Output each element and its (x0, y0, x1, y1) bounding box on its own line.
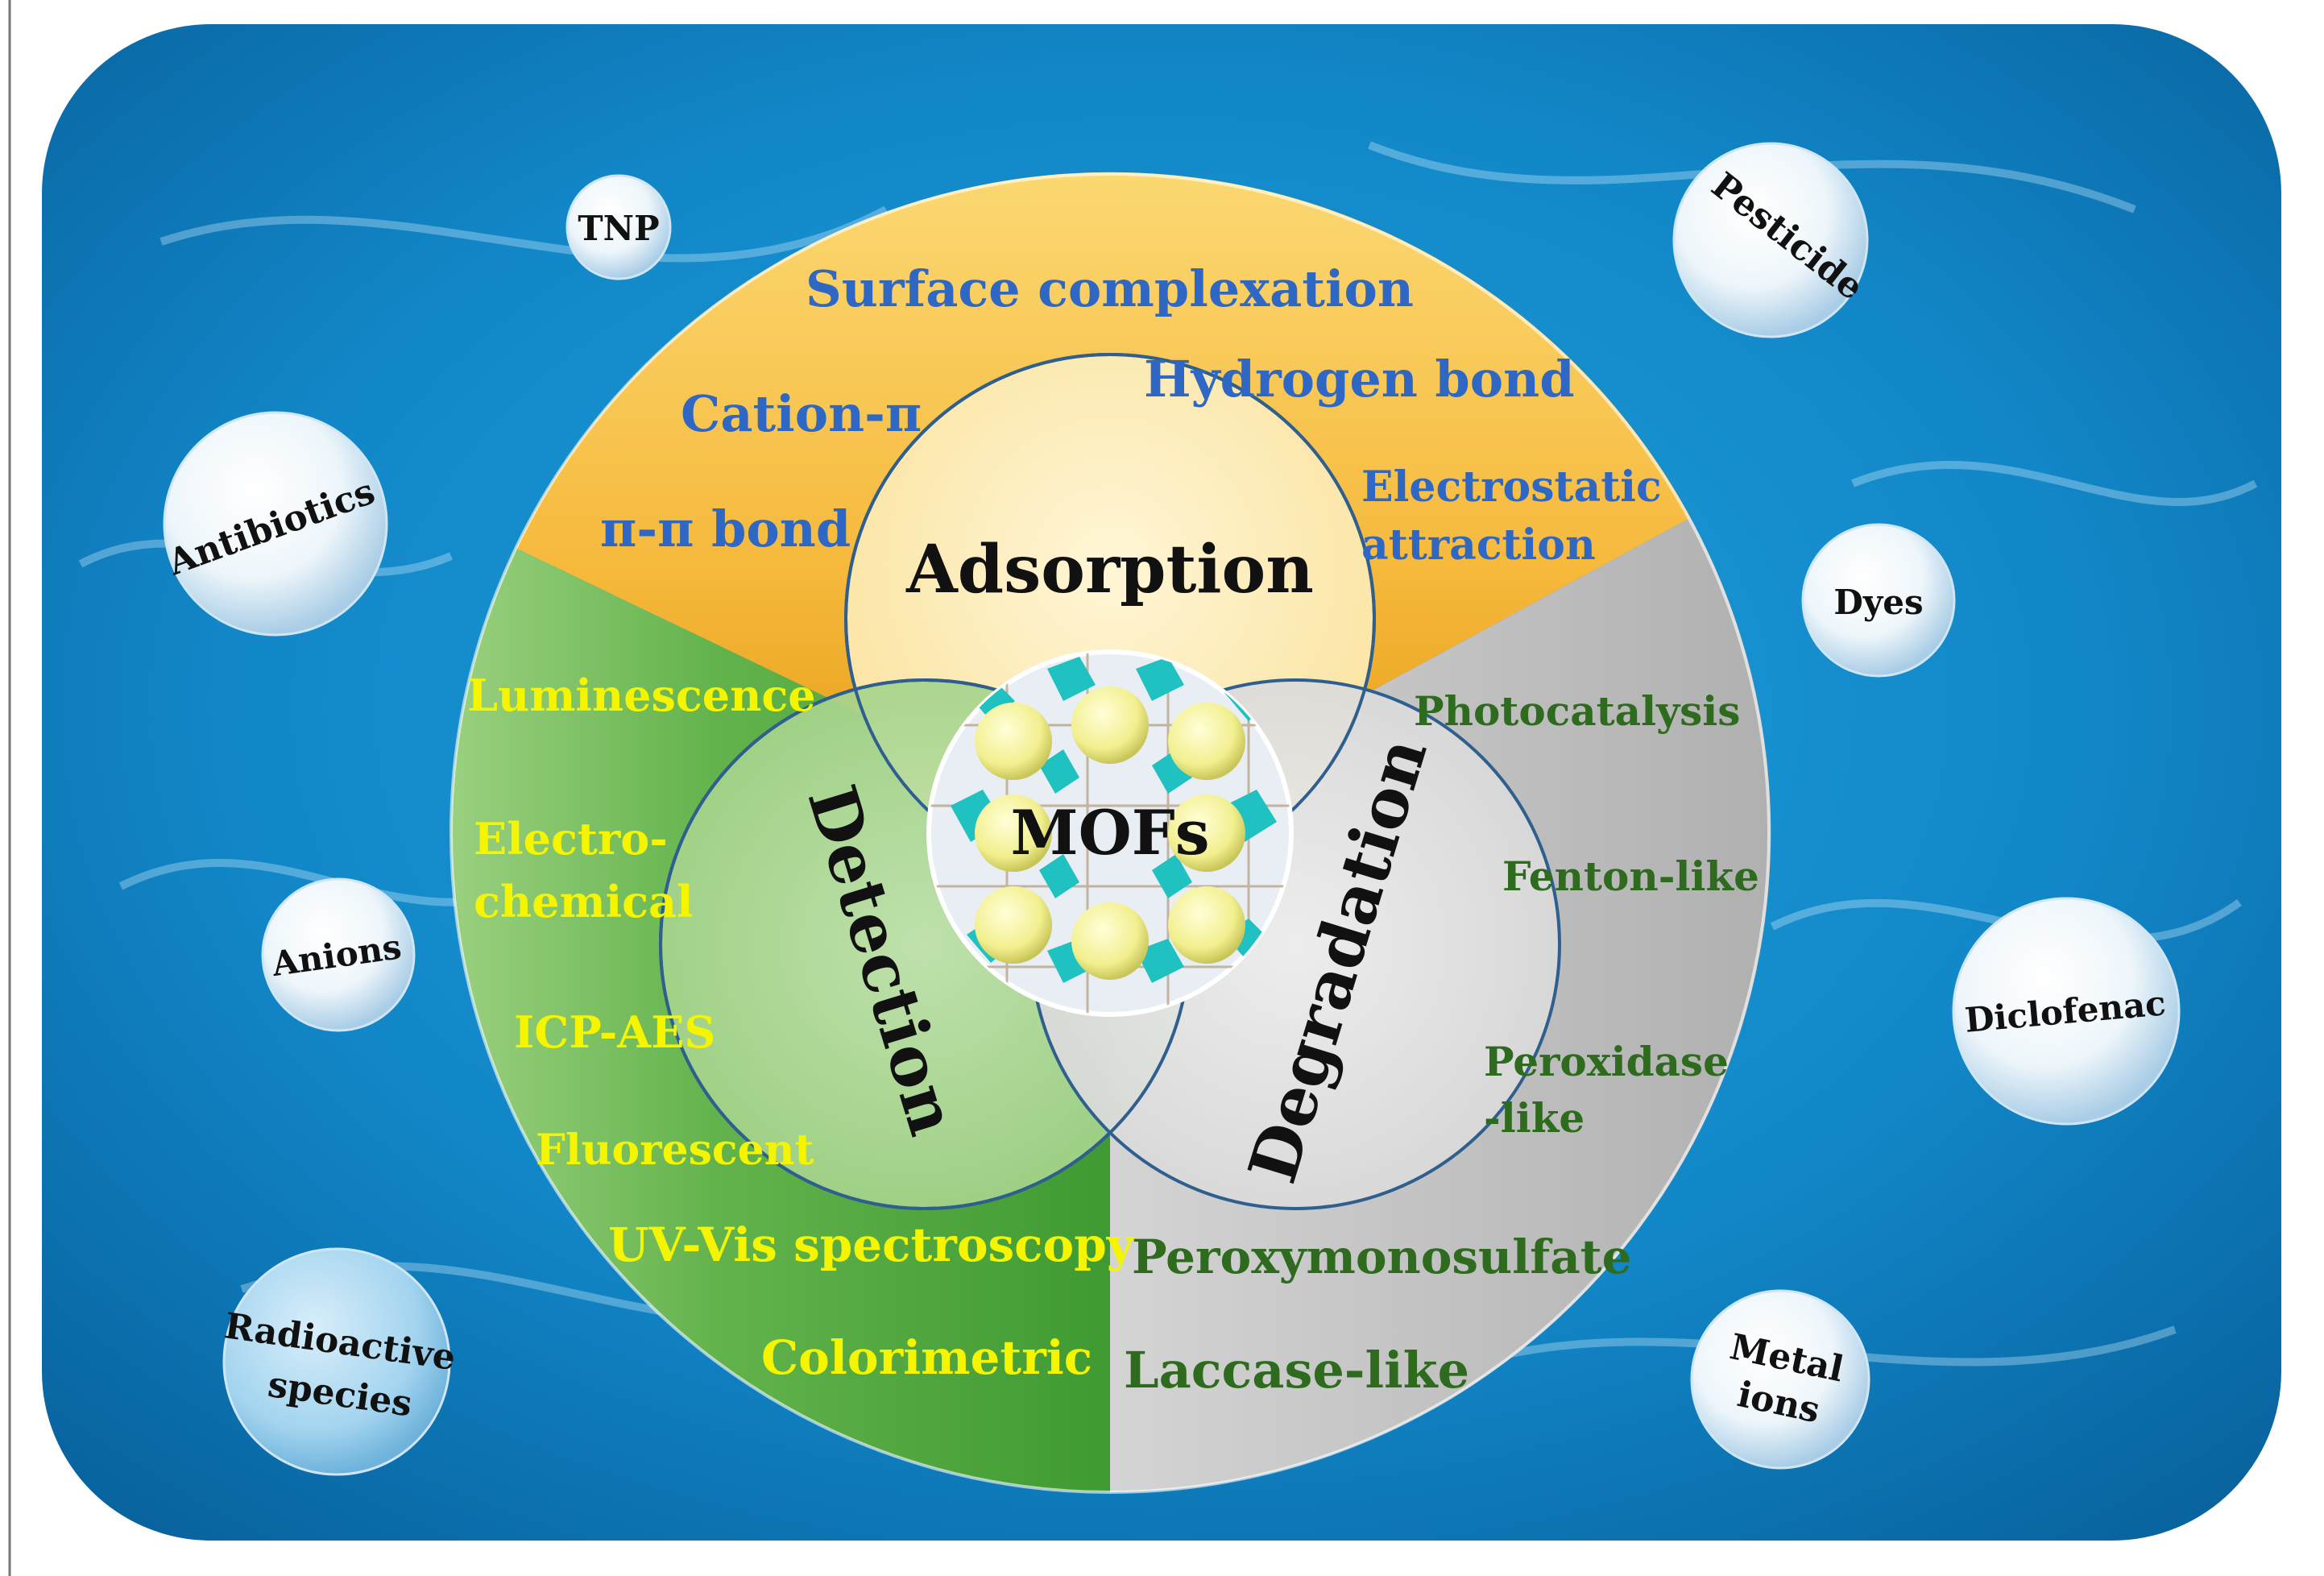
mechanism-attraction: attraction (1361, 520, 1596, 570)
adsorption-mechanisms: Surface complexation Hydrogen bond Catio… (600, 259, 1662, 570)
mechanism-cation-pi: Cation-π (681, 384, 922, 443)
bubble-dyes-label: Dyes (1833, 583, 1923, 622)
bubble-metal-ions: Metal ions (1690, 1289, 1870, 1470)
bubble-tnp-label: TNP (578, 209, 659, 248)
method-peroxymonosulfate: Peroxymonosulfate (1132, 1230, 1631, 1284)
bubble-tnp: TNP (565, 174, 672, 280)
degradation-methods: Photocatalysis Fenton-like Peroxidase -l… (1124, 687, 1759, 1400)
bubble-pesticide: Pesticide (1672, 142, 1871, 338)
method-fluorescent: Fluorescent (536, 1126, 814, 1175)
method-fenton-like: Fenton-like (1502, 852, 1759, 900)
method-icp-aes: ICP-AES (514, 1006, 715, 1058)
bubble-dyes: Dyes (1801, 523, 1956, 678)
bubble-anions: Anions (261, 877, 416, 1032)
method-uv-vis: UV-Vis spectroscopy (608, 1217, 1136, 1272)
method-laccase-like: Laccase-like (1124, 1341, 1469, 1400)
method-colorimetric: Colorimetric (761, 1330, 1092, 1385)
pollutant-bubbles: TNP Antibiotics Anions Radioactive speci… (162, 142, 2181, 1476)
method-peroxidase: Peroxidase (1484, 1038, 1729, 1085)
bubble-diclofenac: Diclofenac (1952, 897, 2181, 1126)
mechanism-electrostatic: Electrostatic (1361, 462, 1662, 512)
method-luminescence: Luminescence (467, 670, 816, 721)
center-label: MOFs (1010, 797, 1209, 869)
method-photocatalysis: Photocatalysis (1414, 687, 1740, 735)
mechanism-hydrogen-bond: Hydrogen bond (1144, 350, 1575, 409)
mechanism-surface-complexation: Surface complexation (806, 259, 1414, 318)
adsorption-label: Adsorption (905, 531, 1314, 608)
mechanism-pi-pi-bond: π-π bond (600, 500, 851, 558)
detection-methods: Luminescence Electro- chemical ICP-AES F… (467, 670, 1136, 1385)
bubble-antibiotics: Antibiotics (162, 411, 388, 637)
method-peroxidase-like: -like (1484, 1094, 1585, 1142)
method-chemical: chemical (474, 876, 694, 927)
method-electro: Electro- (474, 813, 668, 865)
bubble-radioactive: Radioactive species (222, 1247, 458, 1476)
